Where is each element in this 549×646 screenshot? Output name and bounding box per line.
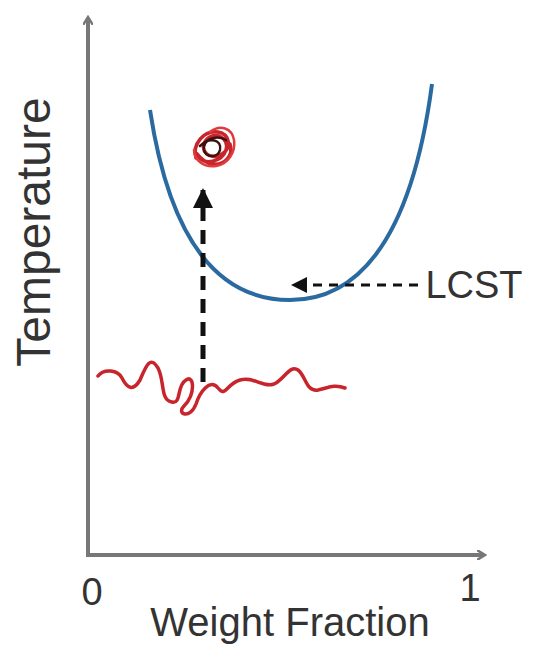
lcst-curve: [150, 84, 432, 300]
collapsed-globule: [194, 128, 234, 166]
lcst-label: LCST: [425, 266, 522, 304]
axis-title: Weight Fraction: [150, 602, 429, 642]
x-axis: [86, 553, 484, 557]
lcst-pointer: [293, 284, 418, 287]
heating-arrow: [201, 190, 206, 382]
y-axis: [86, 18, 90, 556]
axis-title: Temperature: [10, 97, 58, 366]
tick-label: 0: [81, 573, 102, 611]
tick-label: 1: [459, 569, 480, 607]
extended-chain: [98, 362, 345, 414]
